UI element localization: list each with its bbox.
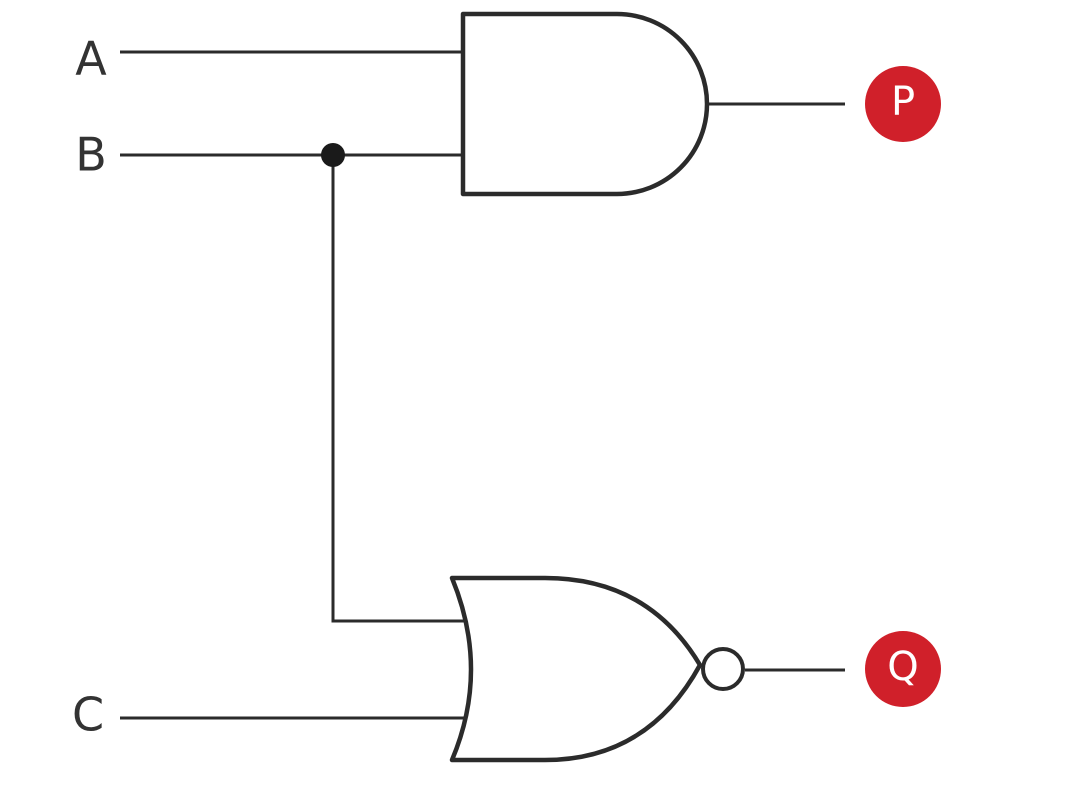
output-label-p: P — [891, 79, 915, 125]
output-badge-p-circle — [865, 66, 941, 142]
input-label-b: B — [75, 128, 107, 182]
output-label-q: Q — [887, 644, 918, 690]
nor-inversion-bubble — [701, 647, 745, 691]
junction-dot — [321, 143, 345, 167]
wire-b-to-nor — [331, 155, 468, 623]
output-badge-q: Q — [865, 631, 941, 707]
input-label-a: A — [75, 32, 107, 86]
and-gate — [460, 11, 710, 197]
input-label-c: C — [72, 688, 104, 742]
nor-gate — [449, 575, 703, 763]
output-badge-p: P — [865, 66, 941, 142]
output-badge-q-circle — [865, 631, 941, 707]
